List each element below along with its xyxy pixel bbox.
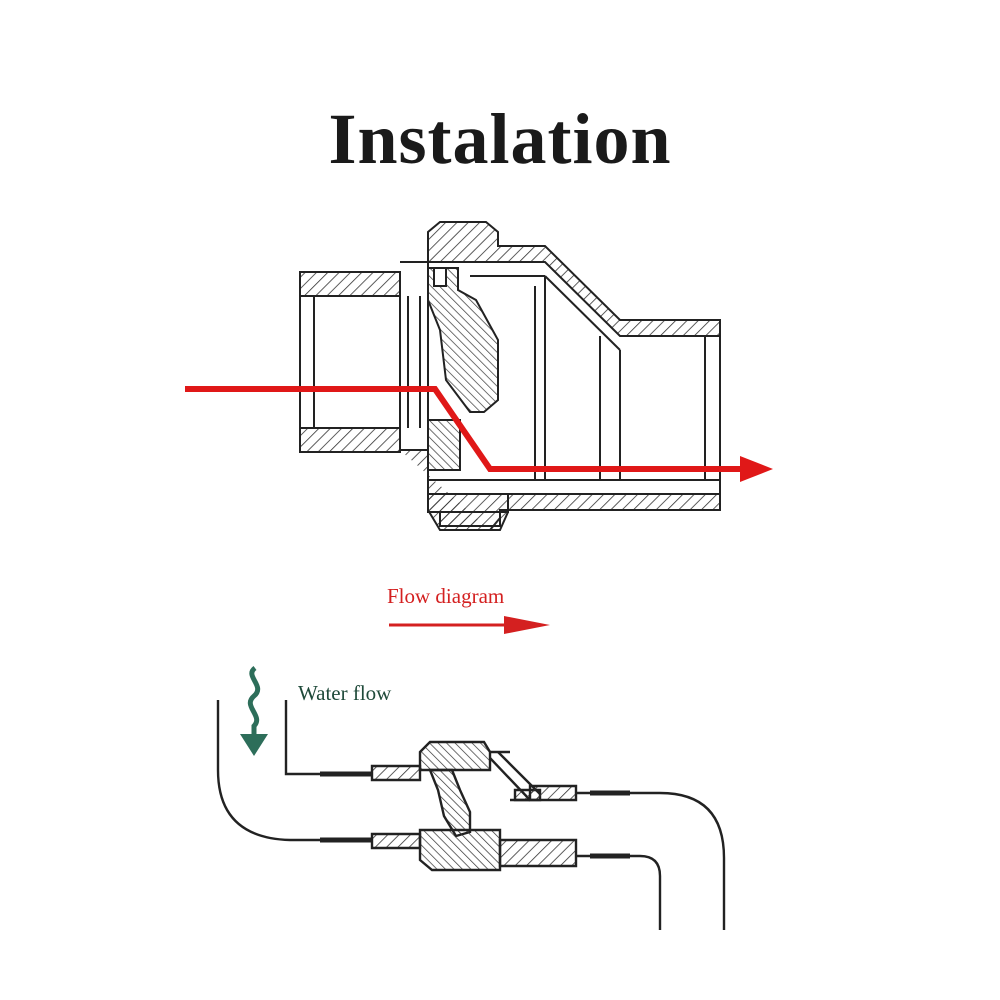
water-flow-arrow-icon	[240, 665, 268, 756]
water-flow-label: Water flow	[298, 681, 392, 705]
page-title: Instalation	[328, 99, 672, 179]
pipe-installation-diagram	[216, 700, 726, 930]
flow-path-arrow	[185, 386, 773, 482]
check-valve-cross-section	[299, 221, 721, 531]
flow-diagram-label: Flow diagram	[387, 584, 505, 608]
flow-diagram-legend-arrow	[389, 616, 550, 634]
